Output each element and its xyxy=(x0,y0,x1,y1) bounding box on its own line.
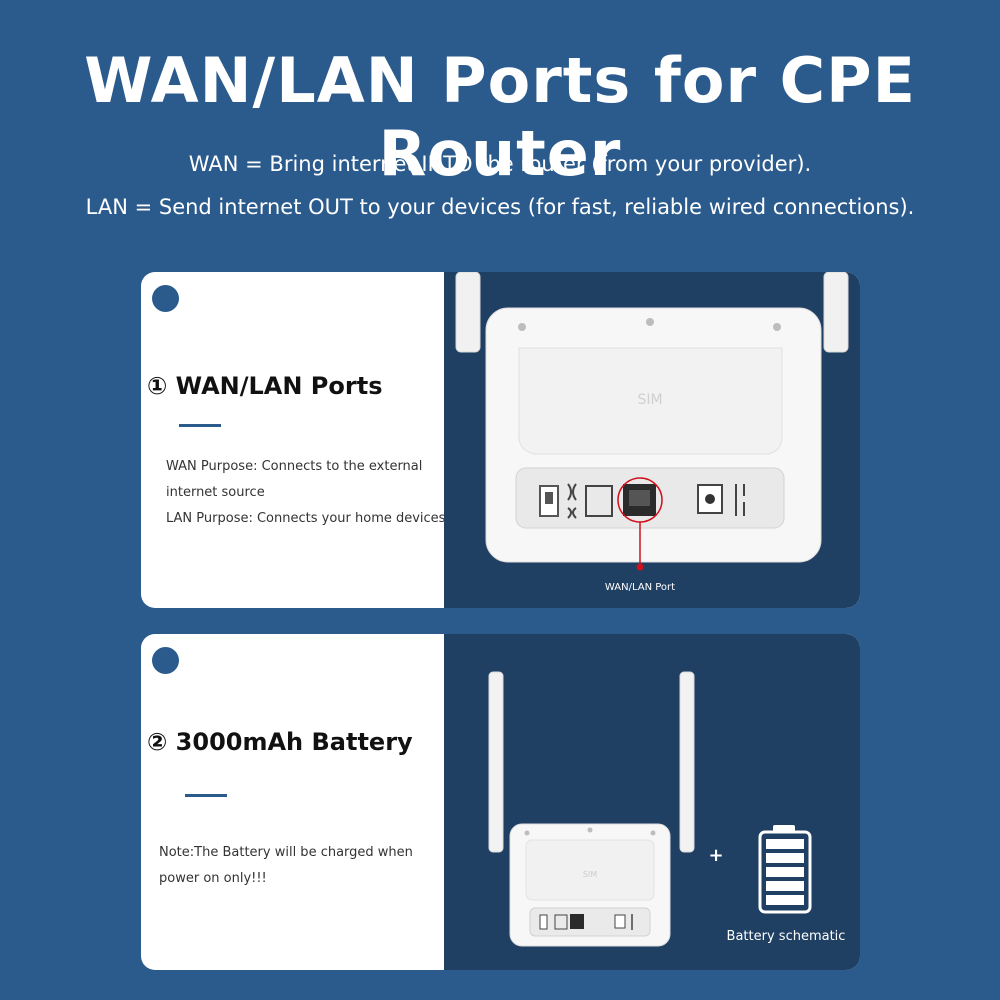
bullet-dot xyxy=(152,647,179,674)
feature-card-battery: ② 3000mAh Battery Note:The Battery will … xyxy=(141,634,860,970)
wan-definition: WAN = Bring internet INTO the router (fr… xyxy=(188,152,812,176)
feature-heading: ② 3000mAh Battery xyxy=(147,728,413,756)
sim-label: SIM xyxy=(637,392,662,408)
feature-heading: ① WAN/LAN Ports xyxy=(147,372,383,400)
plus-sign: + xyxy=(708,845,723,866)
bullet-dot xyxy=(152,285,179,312)
port-callout-label: WAN/LAN Port xyxy=(605,582,675,593)
feature-card-ports: ① WAN/LAN Ports WAN Purpose: Connects to… xyxy=(141,272,860,608)
desc-line: power on only!!! xyxy=(159,871,267,886)
lan-definition: LAN = Send internet OUT to your devices … xyxy=(85,195,915,219)
desc-line: LAN Purpose: Connects your home devices xyxy=(166,511,446,526)
desc-line: WAN Purpose: Connects to the external xyxy=(166,459,423,474)
heading-underline xyxy=(185,794,227,797)
desc-line: internet source xyxy=(166,485,265,500)
feature-description: WAN Purpose: Connects to the external in… xyxy=(166,454,445,532)
page-title: WAN/LAN Ports for CPE Router xyxy=(84,44,916,190)
sim-label: SIM xyxy=(583,870,597,879)
battery-caption: Battery schematic xyxy=(727,929,846,944)
router-battery-image: SIM + Battery schematic xyxy=(444,634,860,970)
router-back-panel-image: SIM WAN/LAN Port xyxy=(444,272,860,608)
router-illustration: SIM WAN/LAN Port xyxy=(455,272,849,593)
router-battery-illustration: SIM + Battery schematic xyxy=(488,671,846,947)
desc-line: Note:The Battery will be charged when xyxy=(159,845,413,860)
heading-underline xyxy=(179,424,221,427)
feature-description: Note:The Battery will be charged when po… xyxy=(159,840,413,892)
